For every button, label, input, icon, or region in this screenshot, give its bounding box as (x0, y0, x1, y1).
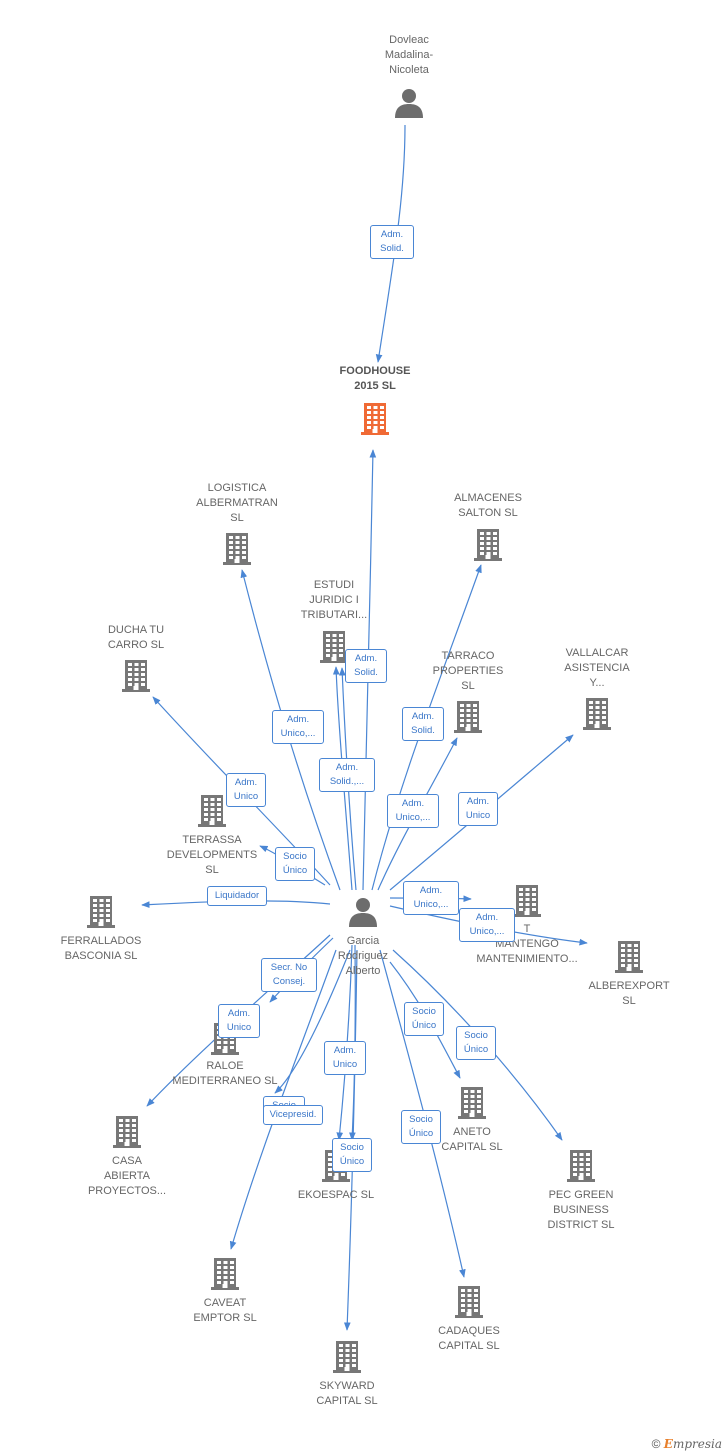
node-label[interactable]: FERRALLADOS BASCONIA SL (60, 935, 142, 962)
node-label[interactable]: CADAQUES CAPITAL SL (438, 1325, 500, 1352)
building-icon[interactable] (86, 894, 116, 933)
edge-label-garcia-tarraco[interactable]: Adm. Unico,... (387, 794, 439, 828)
building-icon[interactable] (360, 401, 390, 440)
edge-label-garcia-cadaques[interactable]: Socio Único (401, 1110, 441, 1144)
empresia-logo[interactable]: Empresia (663, 1437, 722, 1451)
building-icon[interactable] (319, 629, 349, 668)
edge-label-garcia-mantengo[interactable]: Adm. Unico,... (403, 881, 459, 915)
building-icon[interactable] (453, 699, 483, 738)
node-label[interactable]: SKYWARD CAPITAL SL (316, 1380, 378, 1407)
edge-label-garcia-estudi[interactable]: Adm. Solid.,... (319, 758, 375, 792)
node-label[interactable]: Dovleac Madalina- Nicoleta (384, 34, 434, 76)
node-label[interactable]: RALOE MEDITERRANEO SL (172, 1060, 278, 1087)
edge-label-garcia-ekoespac[interactable]: Adm. Unico (324, 1041, 366, 1075)
edge-label-garcia-estudi[interactable]: Adm. Solid. (345, 649, 387, 683)
edge-label-garcia-caveat[interactable]: Vicepresid. (263, 1105, 323, 1125)
node-label[interactable]: ALMACENES SALTON SL (454, 492, 522, 519)
edge-label-garcia-casa[interactable]: Adm. Unico (218, 1004, 260, 1038)
node-label[interactable]: PEC GREEN BUSINESS DISTRICT SL (547, 1189, 615, 1231)
node-label[interactable]: CAVEAT EMPTOR SL (193, 1297, 257, 1324)
building-icon[interactable] (457, 1085, 487, 1124)
edge-label-garcia-ducha[interactable]: Adm. Unico (226, 773, 266, 807)
building-icon[interactable] (614, 939, 644, 978)
footer-credit: © Empresia (652, 1437, 722, 1451)
building-icon[interactable] (197, 793, 227, 832)
person-icon[interactable] (394, 88, 424, 123)
edge-label-garcia-pecgreen[interactable]: Socio Único (456, 1026, 496, 1060)
edge-label-garcia-ferrallados[interactable]: Liquidador (207, 886, 267, 906)
building-icon[interactable] (332, 1339, 362, 1378)
edge-label-garcia-logistica[interactable]: Adm. Unico,... (272, 710, 324, 744)
node-label[interactable]: ESTUDI JURIDIC I TRIBUTARI... (300, 579, 368, 621)
building-icon[interactable] (121, 658, 151, 697)
building-icon[interactable] (566, 1148, 596, 1187)
edge-label-dovleac-foodhouse[interactable]: Adm. Solid. (370, 225, 414, 259)
node-label[interactable]: VALLALCAR ASISTENCIA Y... (564, 647, 630, 689)
node-label[interactable]: DUCHA TU CARRO SL (107, 624, 165, 651)
edge-label-garcia-terrassa[interactable]: Socio Único (275, 847, 315, 881)
node-label[interactable]: CASA ABIERTA PROYECTOS... (87, 1155, 167, 1197)
building-icon[interactable] (582, 696, 612, 735)
building-icon[interactable] (112, 1114, 142, 1153)
building-icon[interactable] (473, 527, 503, 566)
node-label[interactable]: Garcia Rodriguez Alberto (337, 935, 389, 977)
edge-label-garcia-aneto[interactable]: Socio Único (404, 1002, 444, 1036)
node-label[interactable]: LOGISTICA ALBERMATRAN SL (196, 482, 278, 524)
edge-label-garcia-vallalcar[interactable]: Adm. Unico (458, 792, 498, 826)
building-icon[interactable] (454, 1284, 484, 1323)
building-icon[interactable] (512, 883, 542, 922)
edge-label-garcia-alberexport[interactable]: Adm. Unico,... (459, 908, 515, 942)
edge-label-garcia-raloe[interactable]: Secr. No Consej. (261, 958, 317, 992)
edge-garcia-caveat (274, 949, 351, 1094)
node-label[interactable]: TERRASSA DEVELOPMENTS SL (166, 834, 258, 876)
copyright-mark: © (651, 1437, 661, 1451)
person-icon[interactable] (348, 897, 378, 932)
node-label[interactable]: ANETO CAPITAL SL (441, 1126, 503, 1153)
building-icon[interactable] (222, 531, 252, 570)
building-icon[interactable] (210, 1256, 240, 1295)
edge-label-garcia-almacenes[interactable]: Adm. Solid. (402, 707, 444, 741)
node-label[interactable]: FOODHOUSE 2015 SL (339, 365, 411, 392)
node-label[interactable]: EKOESPAC SL (297, 1189, 375, 1201)
edge-label-garcia-ekoespac[interactable]: Socio Único (332, 1138, 372, 1172)
node-label[interactable]: ALBEREXPORT SL (588, 980, 670, 1007)
node-label[interactable]: TARRACO PROPERTIES SL (432, 650, 504, 692)
